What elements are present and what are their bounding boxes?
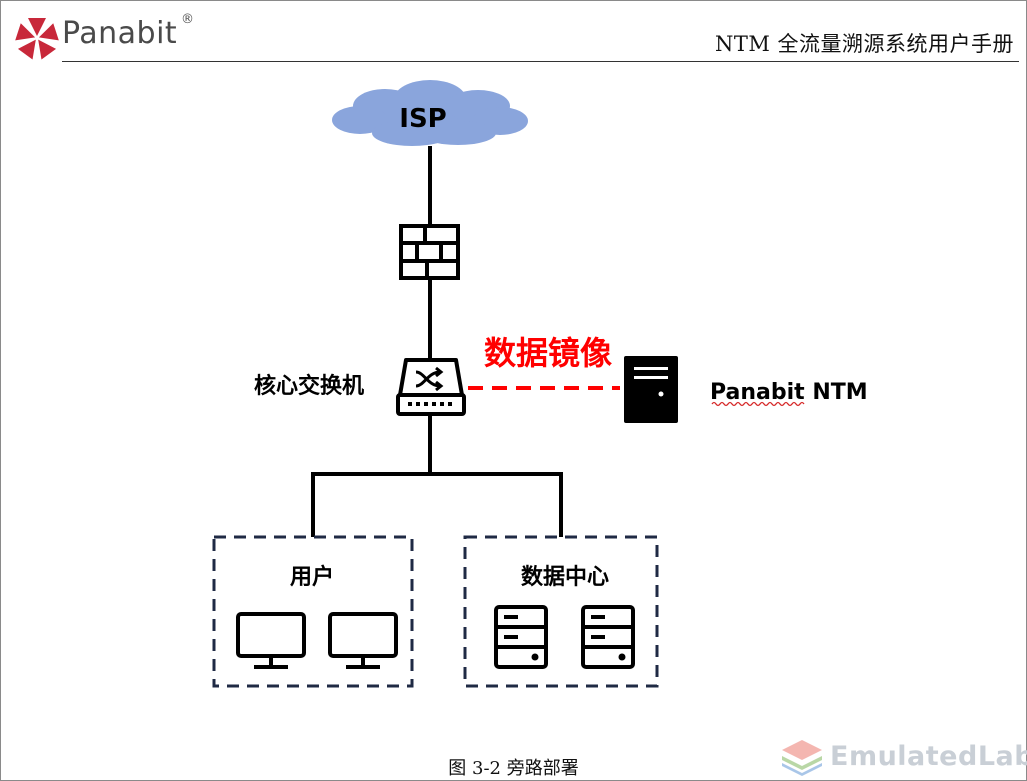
header-rule — [62, 61, 1019, 62]
figure-caption: 图 3-2 旁路部署 — [448, 758, 579, 779]
ntm-label-brand: Panabit — [710, 380, 805, 405]
emulatedlab-logo-icon — [782, 740, 822, 776]
logo-text: Panabit — [62, 16, 178, 51]
document-title: NTM 全流量溯源系统用户手册 — [714, 32, 1014, 56]
ntm-server-icon — [624, 356, 678, 423]
isp-label: ISP — [399, 104, 446, 134]
server-rack-icon — [581, 605, 635, 669]
mirror-label: 数据镜像 — [484, 334, 612, 372]
core-switch-icon — [396, 358, 466, 416]
panabit-logo-icon — [15, 18, 59, 60]
users-group-label: 用户 — [290, 564, 334, 590]
registered-mark: ® — [181, 12, 194, 27]
ntm-label-product: NTM — [805, 380, 868, 405]
datacenter-group-box — [463, 535, 659, 688]
ntm-label: Panabit NTM — [710, 380, 868, 405]
spellcheck-underline — [711, 401, 805, 407]
monitor-icon — [328, 612, 398, 669]
watermark-text: EmulatedLab — [830, 741, 1027, 772]
datacenter-group-label: 数据中心 — [521, 564, 609, 590]
core-switch-label: 核心交换机 — [254, 373, 364, 399]
isp-cloud-icon — [332, 80, 528, 146]
firewall-icon — [399, 224, 460, 280]
users-group-box — [212, 535, 414, 688]
server-rack-icon — [494, 605, 548, 669]
link-distribution — [311, 472, 563, 537]
monitor-icon — [236, 612, 306, 669]
